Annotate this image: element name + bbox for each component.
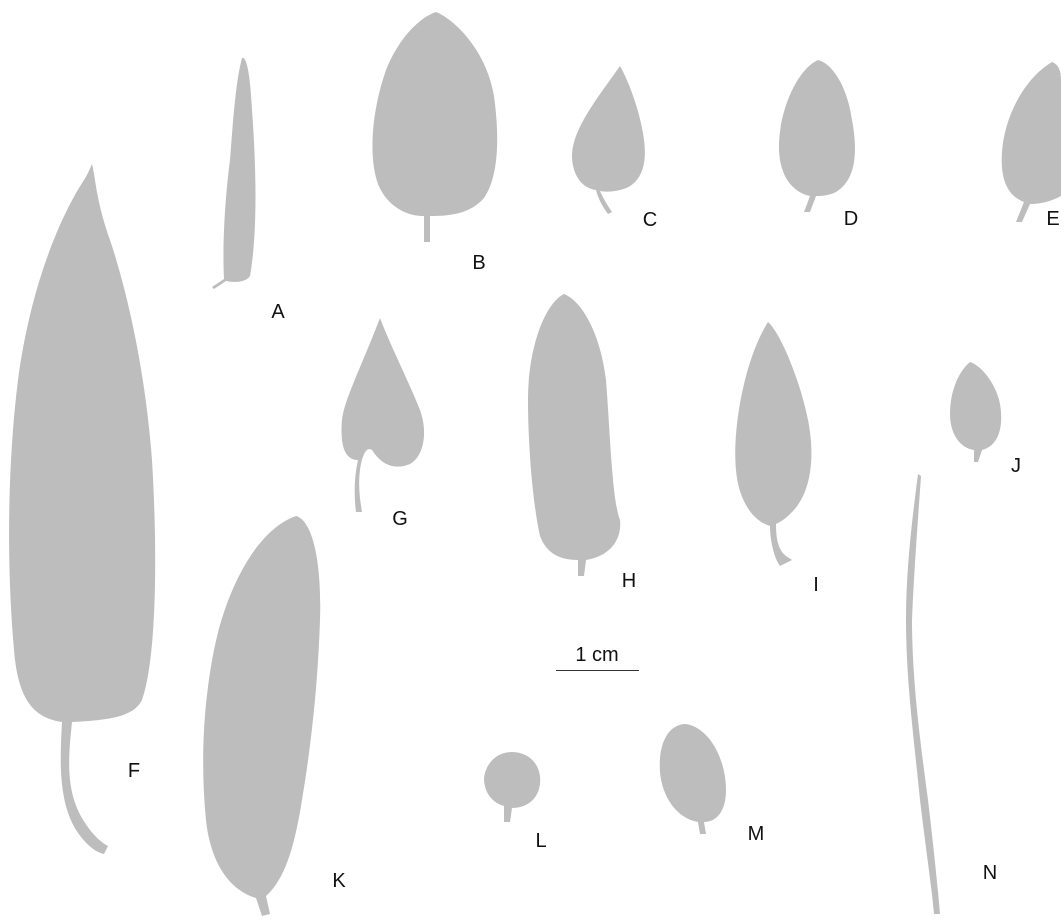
scale-bar-label: 1 cm bbox=[575, 645, 618, 665]
label-e: E bbox=[1046, 209, 1059, 229]
leaf-d bbox=[779, 60, 855, 212]
label-c: C bbox=[643, 210, 657, 230]
label-m: M bbox=[748, 824, 765, 844]
leaf-l bbox=[484, 752, 540, 822]
label-i: I bbox=[813, 575, 819, 595]
label-g: G bbox=[392, 509, 408, 529]
leaf-f bbox=[9, 164, 155, 854]
label-k: K bbox=[332, 871, 345, 891]
leaf-h bbox=[528, 294, 620, 576]
label-b: B bbox=[472, 253, 485, 273]
scale-bar-line bbox=[556, 670, 639, 671]
label-f: F bbox=[128, 761, 140, 781]
label-a: A bbox=[271, 302, 284, 322]
label-j: J bbox=[1011, 456, 1021, 476]
leaf-k bbox=[203, 516, 320, 916]
leaf-m bbox=[660, 724, 726, 834]
leaf-c bbox=[572, 66, 645, 214]
label-l: L bbox=[535, 831, 546, 851]
label-n: N bbox=[983, 863, 997, 883]
leaf-j bbox=[950, 362, 1001, 462]
label-h: H bbox=[622, 571, 636, 591]
leaf-i bbox=[735, 322, 811, 566]
leaf-n bbox=[906, 474, 940, 914]
leaf-e bbox=[1002, 62, 1061, 222]
label-d: D bbox=[844, 209, 858, 229]
leaf-a bbox=[212, 58, 256, 289]
leaf-b bbox=[372, 12, 497, 242]
leaf-g bbox=[342, 318, 425, 512]
